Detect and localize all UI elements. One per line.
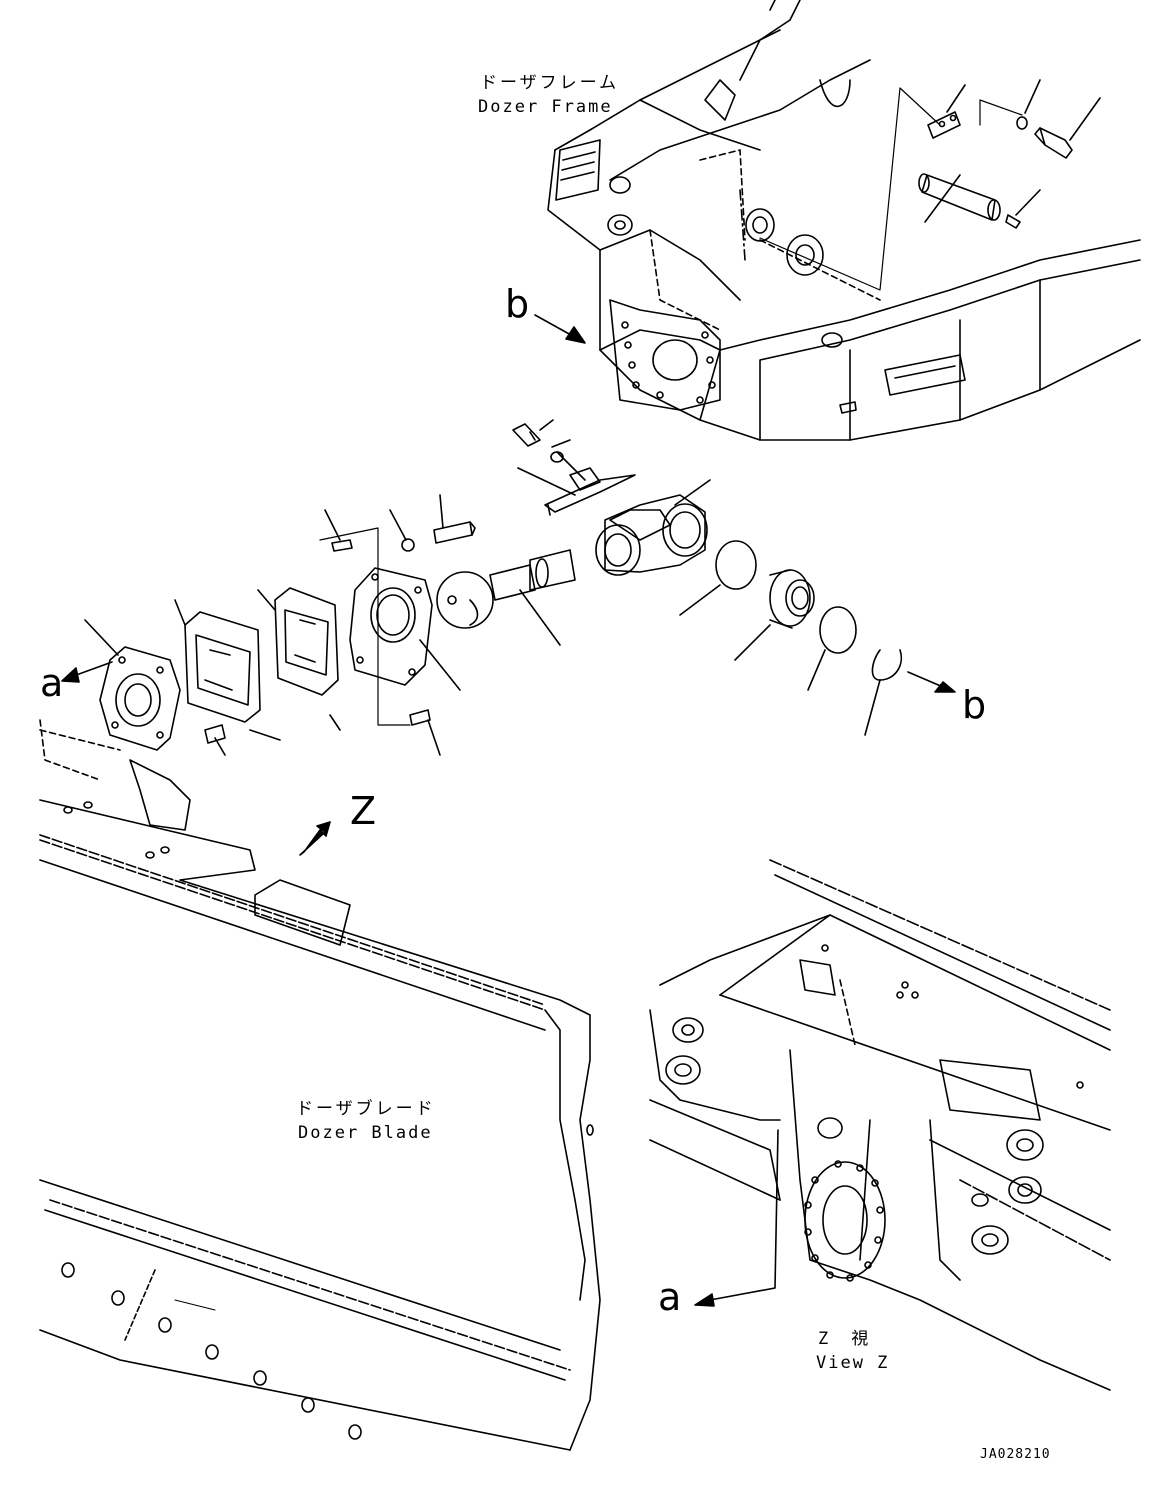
grease-fitting — [1005, 214, 1021, 229]
bolt — [1039, 127, 1073, 159]
dozer-blade-label-jp: ドーザブレード — [296, 1099, 436, 1119]
view-z-detail — [649, 859, 1111, 1391]
arrow-a-left — [61, 661, 113, 683]
ref-a-left: a — [40, 661, 64, 705]
dozer-blade — [39, 719, 601, 1451]
seal — [819, 606, 857, 654]
drawing-code: JA028210 — [980, 1447, 1051, 1462]
arrow-view-z — [299, 821, 331, 856]
ref-b-frame: b — [505, 282, 530, 326]
seals-and-bearing — [679, 540, 956, 736]
dozer-frame-label-en: Dozer Frame — [478, 97, 613, 117]
ref-b-ring: b — [962, 683, 987, 727]
ball-joint-assembly — [84, 419, 711, 756]
ref-z: Z — [350, 789, 377, 833]
ref-a-view: a — [658, 1275, 682, 1319]
view-z-label-en: View Z — [816, 1353, 890, 1373]
washer — [1016, 116, 1028, 130]
dozer-frame — [547, 0, 1141, 441]
bushing — [769, 569, 811, 627]
lock-plate — [927, 111, 961, 139]
pin-group — [759, 79, 1101, 291]
pin — [921, 174, 996, 221]
arrow-b-frame — [534, 314, 586, 344]
dozer-frame-label-jp: ドーザフレーム — [480, 73, 620, 93]
o-ring — [715, 540, 757, 590]
view-z-label-jp: Z 視 — [818, 1329, 872, 1349]
dozer-blade-label-en: Dozer Blade — [298, 1123, 433, 1143]
snap-ring — [871, 649, 902, 681]
